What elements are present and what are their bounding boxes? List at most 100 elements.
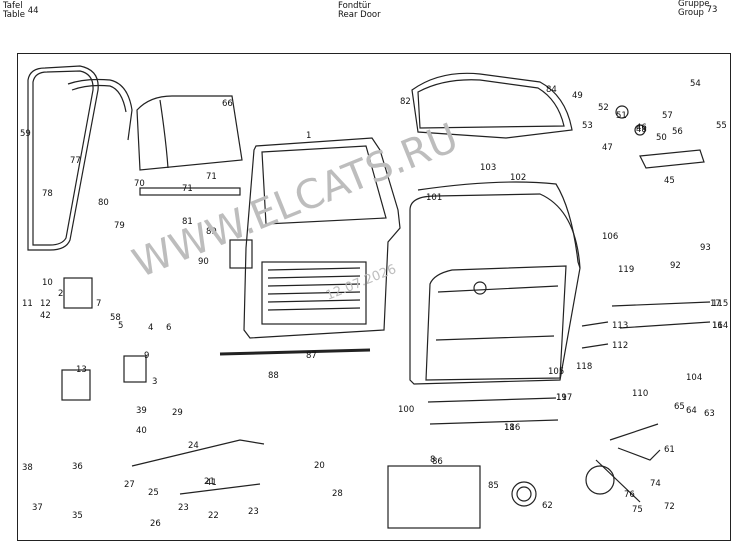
table-label: Tafel Table 44 [3, 2, 39, 20]
callout: 79 [114, 221, 125, 231]
door-shell [243, 137, 401, 339]
hinge-lower [61, 369, 91, 401]
callout: 71 [206, 172, 217, 182]
callout: 66 [222, 99, 233, 109]
callout: 6 [166, 323, 171, 333]
callout-labels: 1 2 3 4 5 6 7 8 9 10 11 12 13 16 17 18 1… [20, 79, 728, 529]
callout: 110 [632, 389, 648, 399]
callout: 57 [662, 111, 673, 121]
callout: 81 [182, 217, 193, 227]
callout: 23 [248, 507, 259, 517]
callout: 16 [712, 321, 723, 331]
callout: 51 [616, 111, 627, 121]
callout: 41 [206, 478, 217, 488]
table-label-de: Tafel [3, 1, 23, 11]
callout: 118 [576, 362, 592, 372]
callout: 86 [432, 457, 443, 467]
callout: 11 [22, 299, 33, 309]
callout: 106 [602, 232, 618, 242]
strip-115 [581, 321, 609, 327]
callout: 59 [20, 129, 31, 139]
callout: 72 [664, 502, 675, 512]
callout: 21 [204, 477, 215, 487]
group-label: Gruppe Group 73 [678, 0, 717, 18]
table-number: 44 [27, 6, 39, 16]
window-channel [67, 78, 133, 141]
callout: 89 [206, 227, 217, 237]
table-label-en: Table [3, 10, 25, 20]
callout: 39 [136, 406, 147, 416]
callout: 10 [42, 278, 53, 288]
callout: 40 [136, 426, 147, 436]
callout: 9 [144, 351, 149, 361]
callout: 112 [612, 341, 628, 351]
callout: 74 [650, 479, 661, 489]
callout: 12 [40, 299, 51, 309]
group-label-de: Gruppe [678, 0, 710, 9]
strip-116 [619, 321, 711, 329]
callout: 53 [582, 121, 593, 131]
callout: 71 [182, 184, 193, 194]
callout: 77 [70, 156, 81, 166]
callout: 117 [556, 393, 572, 403]
callout: 2 [58, 289, 63, 299]
door-bottom-strip [219, 348, 371, 356]
callout: 48 [636, 125, 647, 135]
callout: 82 [400, 97, 411, 107]
callout: 113 [612, 321, 628, 331]
callout: 102 [510, 173, 526, 183]
callout: 20 [314, 461, 325, 471]
callout: 103 [480, 163, 496, 173]
group-label-en: Group [678, 8, 704, 18]
callout: 47 [602, 143, 613, 153]
callout: 78 [42, 189, 53, 199]
window-seal-frame [27, 65, 99, 251]
door-seal [409, 193, 581, 385]
callout: 119 [618, 265, 634, 275]
callout: 114 [712, 321, 728, 331]
callout: 61 [664, 445, 675, 455]
hinge-upper [63, 277, 93, 309]
callout: 8 [430, 455, 435, 465]
striker-plate [123, 355, 147, 383]
callout: 92 [670, 261, 681, 271]
rear-door-glass [136, 95, 243, 171]
door-trim-panel [425, 265, 567, 381]
callout: 22 [208, 511, 219, 521]
diagram-frame [17, 53, 731, 541]
callout: 25 [148, 488, 159, 498]
callout: 105 [548, 367, 564, 377]
callout: 90 [198, 257, 209, 267]
title-de: Fondtür [338, 1, 371, 11]
strip-119 [427, 397, 557, 403]
callout: 54 [690, 79, 701, 89]
callout: 52 [598, 103, 609, 113]
callout: 27 [124, 480, 135, 490]
callout: 65 [674, 402, 685, 412]
callout: 42 [40, 311, 51, 321]
callout: 84 [546, 85, 557, 95]
callout: 26 [150, 519, 161, 529]
callout: 18 [504, 423, 515, 433]
title-en: Rear Door [338, 10, 381, 20]
callout: 55 [716, 121, 727, 131]
lock-rod [131, 439, 265, 467]
callout: 70 [134, 179, 145, 189]
group-number: 73 [706, 5, 718, 15]
callout: 115 [712, 299, 728, 309]
callout: 75 [632, 505, 643, 515]
callout: 17 [710, 299, 721, 309]
callout: 62 [542, 501, 553, 511]
callout: 116 [504, 423, 520, 433]
strip-114 [581, 343, 609, 349]
callout: 29 [172, 408, 183, 418]
callout: 28 [332, 489, 343, 499]
callout: 5 [118, 321, 123, 331]
diagram-title: Fondtür Rear Door [338, 2, 381, 20]
callout: 45 [664, 176, 675, 186]
callout: 19 [556, 393, 567, 403]
outside-handle [639, 149, 705, 169]
callout: 104 [686, 373, 702, 383]
callout: 36 [72, 462, 83, 472]
